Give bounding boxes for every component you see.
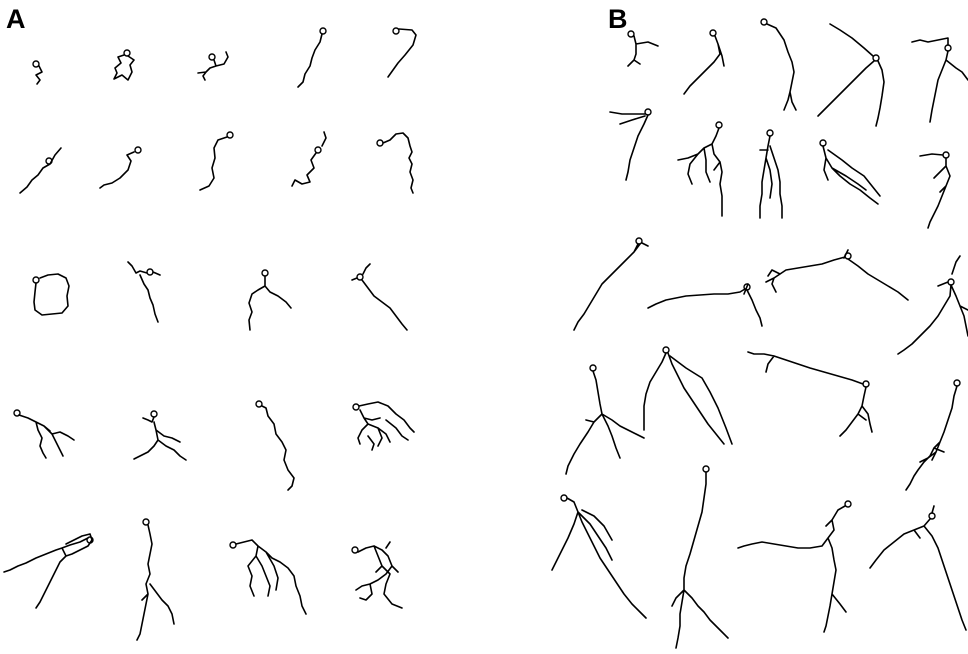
tracing-b1 <box>628 31 658 66</box>
tracing-a20 <box>137 519 174 640</box>
tracing-b9 <box>820 140 880 204</box>
tracing-a18 <box>353 402 414 450</box>
tracing-a14 <box>352 264 407 330</box>
tracing-b7 <box>678 122 722 216</box>
panel-a-tracings <box>0 0 560 654</box>
panel-b: B <box>548 0 968 654</box>
tracing-a4 <box>298 28 326 87</box>
tracing-b14 <box>898 256 968 354</box>
tracing-a9 <box>292 132 326 186</box>
tracing-b19 <box>552 495 646 618</box>
tracing-b10 <box>920 152 950 228</box>
tracing-a19 <box>4 534 93 608</box>
tracing-b22 <box>870 506 966 630</box>
tracing-b12 <box>648 284 762 326</box>
tracing-a21 <box>230 540 306 614</box>
tracing-b17 <box>748 352 872 436</box>
tracing-a2 <box>114 50 134 80</box>
tracing-b15 <box>566 365 644 474</box>
tracing-a17 <box>256 401 294 490</box>
tracing-b20 <box>672 466 728 648</box>
tracing-b6 <box>610 109 651 180</box>
tracing-b3 <box>761 19 796 110</box>
tracing-b16 <box>644 347 732 444</box>
tracing-a5 <box>388 28 416 77</box>
tracing-a1 <box>33 61 42 84</box>
tracing-a10 <box>377 133 413 193</box>
tracing-b18 <box>906 380 960 490</box>
tracing-b8 <box>760 130 782 218</box>
tracing-b2 <box>684 30 724 94</box>
tracing-a8 <box>200 132 233 190</box>
tracing-a6 <box>20 148 61 193</box>
tracing-b11 <box>574 238 648 330</box>
tracing-a12 <box>128 262 160 322</box>
tracing-a7 <box>100 147 141 188</box>
tracing-a22 <box>352 542 402 608</box>
tracing-a3 <box>198 52 228 80</box>
tracing-a15 <box>14 410 74 458</box>
tracing-a13 <box>249 270 291 330</box>
tracing-a16 <box>134 411 186 460</box>
tracing-b21 <box>738 501 851 632</box>
panel-b-tracings <box>548 0 968 654</box>
tracing-b5 <box>912 38 968 122</box>
tracing-b13 <box>766 250 908 300</box>
tracing-b4 <box>818 24 884 126</box>
panel-a: A <box>0 0 560 654</box>
tracing-a11 <box>33 274 69 315</box>
